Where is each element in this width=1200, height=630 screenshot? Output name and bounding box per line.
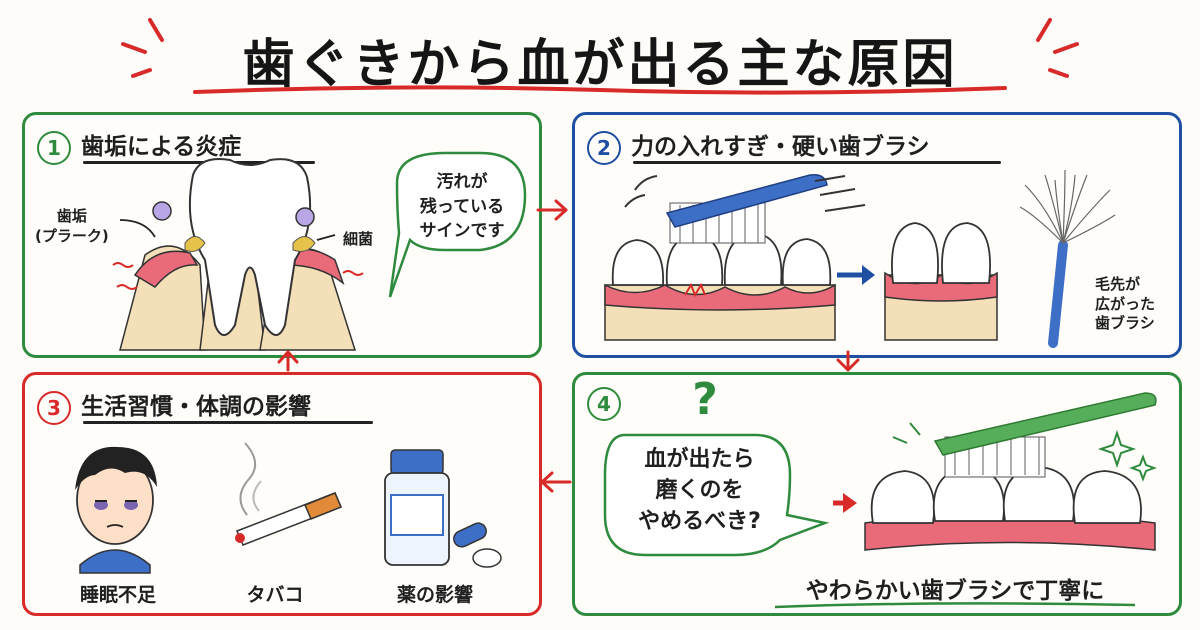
panel-lifestyle: 3 生活習慣・体調の影響 睡眠不足 タバコ 薬の影響 (22, 372, 542, 616)
step-number-3: 3 (37, 390, 71, 425)
panel-hard-brush: 2 力の入れすぎ・硬い歯ブラシ (572, 112, 1182, 358)
plaque-bubble-text: 汚れが 残っている サインです (419, 172, 505, 242)
panel-3-title-underline (83, 421, 373, 424)
question-mark-icon: ? (692, 374, 718, 425)
sleep-deprivation-label: 睡眠不足 (79, 584, 156, 606)
plaque-label: 歯垢 (プラーク) (35, 207, 109, 245)
title-area: 歯ぐきから血が出る主な原因 (0, 0, 1200, 100)
soft-brush-caption: やわらかい歯ブラシで丁寧に (805, 578, 1105, 604)
tobacco-label: タバコ (246, 584, 304, 606)
step-number-2: 2 (587, 130, 621, 165)
soft-brush-illustration (603, 392, 1157, 609)
panel-2-title: 力の入れすぎ・硬い歯ブラシ (631, 134, 930, 160)
bacteria-label: 細菌 (343, 230, 374, 248)
brushing-illustration (604, 169, 1116, 348)
panel-soft-brush: 4 (572, 372, 1182, 616)
step-number-4: 4 (587, 387, 621, 421)
title-decoration (121, 18, 1079, 95)
panel-3-title: 生活習慣・体調の影響 (81, 394, 311, 420)
tooth-gum-illustration (112, 151, 527, 351)
splayed-brush-label: 毛先が 広がった 歯ブラシ (1095, 275, 1156, 332)
lifestyle-illustration (75, 442, 502, 574)
medication-label: 薬の影響 (396, 584, 473, 606)
panel-1-title-underline (83, 161, 315, 164)
question-bubble-text: 血が出たら 磨くのを やめるべき? (638, 447, 761, 534)
page-title: 歯ぐきから血が出る主な原因 (242, 35, 958, 95)
panel-2-title-underline (633, 161, 1001, 164)
step-number-1: 1 (37, 130, 71, 165)
panel-1-title: 歯垢による炎症 (81, 134, 242, 160)
